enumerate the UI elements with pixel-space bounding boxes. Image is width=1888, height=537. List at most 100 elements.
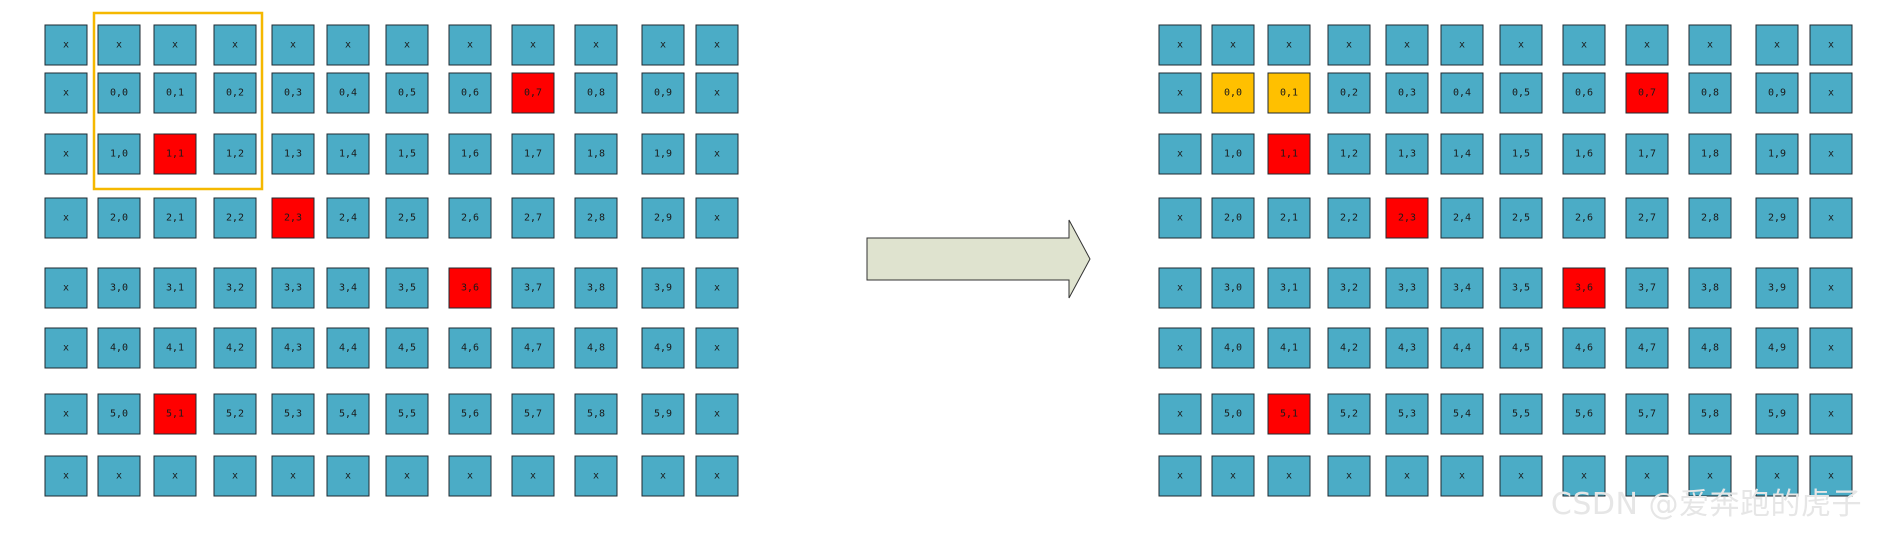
left-cell-label: x [290,471,296,482]
right-cell-7-6: x [1499,455,1543,497]
left-cell-box [213,133,257,175]
right-cell-2-2: 1,1 [1267,133,1311,175]
left-cell-5-6: 4,5 [385,327,429,369]
right-cell-box [1562,267,1606,309]
left-cell-box [695,133,739,175]
right-cell-box [1385,455,1429,497]
left-cell-2-0: x [44,133,88,175]
left-cell-box [153,72,197,114]
right-cell-label: x [1707,40,1713,51]
left-cell-0-10: x [641,24,685,66]
left-cell-box [574,327,618,369]
left-cell-box [695,24,739,66]
left-cell-box [97,197,141,239]
left-cell-0-7: x [448,24,492,66]
right-cell-box [1688,393,1732,435]
left-cell-0-9: x [574,24,618,66]
left-cell-label: x [660,471,666,482]
right-cell-box [1755,133,1799,175]
left-cell-box [641,72,685,114]
left-cell-label: 4,0 [110,343,128,354]
left-cell-box [153,267,197,309]
left-cell-label: 0,7 [524,88,542,99]
left-cell-box [641,393,685,435]
right-cell-box [1211,24,1255,66]
right-cell-label: x [1828,471,1834,482]
left-cell-label: 1,1 [166,149,184,160]
left-cell-5-11: x [695,327,739,369]
right-cell-box [1385,267,1429,309]
left-cell-6-7: 5,6 [448,393,492,435]
right-cell-label: 3,5 [1512,283,1530,294]
right-cell-box [1625,72,1669,114]
right-cell-label: 5,4 [1453,409,1471,420]
left-cell-3-7: 2,6 [448,197,492,239]
right-cell-6-11: x [1809,393,1853,435]
right-cell-0-1: x [1211,24,1255,66]
left-cell-box [641,197,685,239]
right-cell-box [1809,393,1853,435]
right-cell-box [1327,72,1371,114]
left-cell-3-0: x [44,197,88,239]
right-cell-0-5: x [1440,24,1484,66]
right-cell-box [1267,267,1311,309]
right-cell-1-5: 0,4 [1440,72,1484,114]
left-cell-label: 2,2 [226,213,244,224]
left-cell-label: 4,6 [461,343,479,354]
right-cell-box [1158,327,1202,369]
left-cell-box [44,133,88,175]
right-cell-7-2: x [1267,455,1311,497]
right-cell-label: x [1177,40,1183,51]
left-cell-label: 2,1 [166,213,184,224]
right-cell-5-11: x [1809,327,1853,369]
right-cell-6-4: 5,3 [1385,393,1429,435]
right-cell-label: x [1404,471,1410,482]
left-cell-6-11: x [695,393,739,435]
left-cell-label: x [172,471,178,482]
right-cell-label: x [1177,88,1183,99]
right-cell-4-4: 3,3 [1385,267,1429,309]
left-cell-5-4: 4,3 [271,327,315,369]
right-cell-4-5: 3,4 [1440,267,1484,309]
left-cell-6-1: 5,0 [97,393,141,435]
left-cell-label: x [404,40,410,51]
left-cell-box [213,393,257,435]
left-cell-box [326,327,370,369]
left-cell-label: 5,7 [524,409,542,420]
left-cell-label: 0,2 [226,88,244,99]
left-cell-1-2: 0,1 [153,72,197,114]
left-cell-box [448,24,492,66]
left-cell-label: 2,5 [398,213,416,224]
left-cell-7-6: x [385,455,429,497]
left-cell-box [326,133,370,175]
right-cell-box [1267,393,1311,435]
left-cell-5-1: 4,0 [97,327,141,369]
left-cell-0-3: x [213,24,257,66]
left-cell-2-6: 1,5 [385,133,429,175]
left-cell-box [641,133,685,175]
right-cell-2-8: 1,7 [1625,133,1669,175]
right-cell-0-9: x [1688,24,1732,66]
right-cell-label: 0,8 [1701,88,1719,99]
right-cell-1-10: 0,9 [1755,72,1799,114]
right-cell-3-8: 2,7 [1625,197,1669,239]
left-cell-label: x [714,213,720,224]
left-cell-6-0: x [44,393,88,435]
left-cell-box [385,72,429,114]
left-cell-4-2: 3,1 [153,267,197,309]
left-cell-label: x [345,471,351,482]
right-cell-box [1688,72,1732,114]
left-cell-label: 2,8 [587,213,605,224]
right-cell-box [1440,197,1484,239]
right-cell-7-5: x [1440,455,1484,497]
left-cell-label: 3,7 [524,283,542,294]
right-cell-label: 2,5 [1512,213,1530,224]
right-cell-label: x [1828,40,1834,51]
left-cell-label: x [714,409,720,420]
left-cell-label: 3,8 [587,283,605,294]
right-cell-3-2: 2,1 [1267,197,1311,239]
right-cell-box [1688,24,1732,66]
left-cell-label: 5,6 [461,409,479,420]
right-cell-label: 0,7 [1638,88,1656,99]
right-cell-box [1211,72,1255,114]
